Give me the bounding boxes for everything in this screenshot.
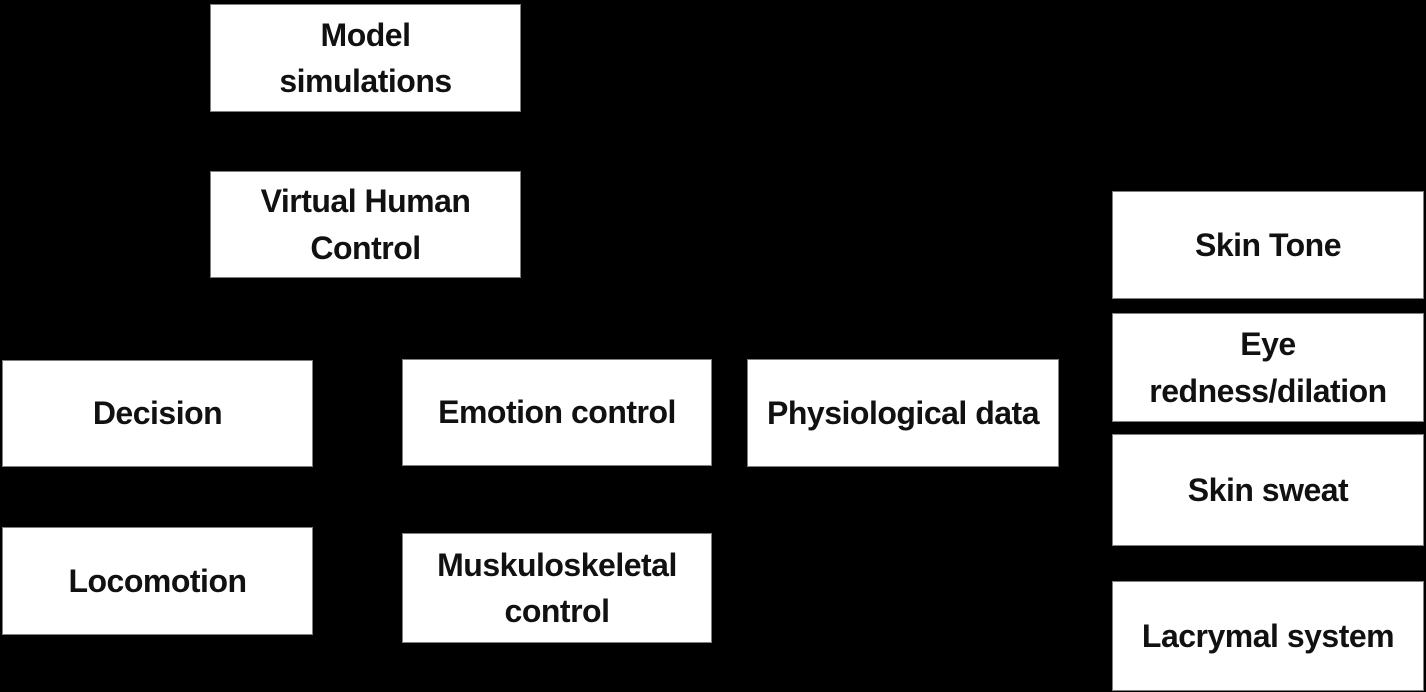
box-skin-sweat: Skin sweat — [1112, 434, 1424, 546]
box-virtual-human-control: Virtual Human Control — [210, 171, 521, 278]
box-model-simulations: Model simulations — [210, 4, 521, 112]
box-skin-tone: Skin Tone — [1112, 191, 1424, 299]
box-emotion-control: Emotion control — [402, 359, 712, 466]
box-physiological-data: Physiological data — [747, 359, 1059, 467]
box-locomotion: Locomotion — [2, 527, 313, 635]
box-eye-redness-dilation: Eye redness/dilation — [1112, 313, 1424, 422]
box-decision: Decision — [2, 360, 313, 467]
box-muskuloskeletal-control: Muskuloskeletal control — [402, 533, 712, 643]
box-lacrymal-system: Lacrymal system — [1112, 581, 1424, 691]
